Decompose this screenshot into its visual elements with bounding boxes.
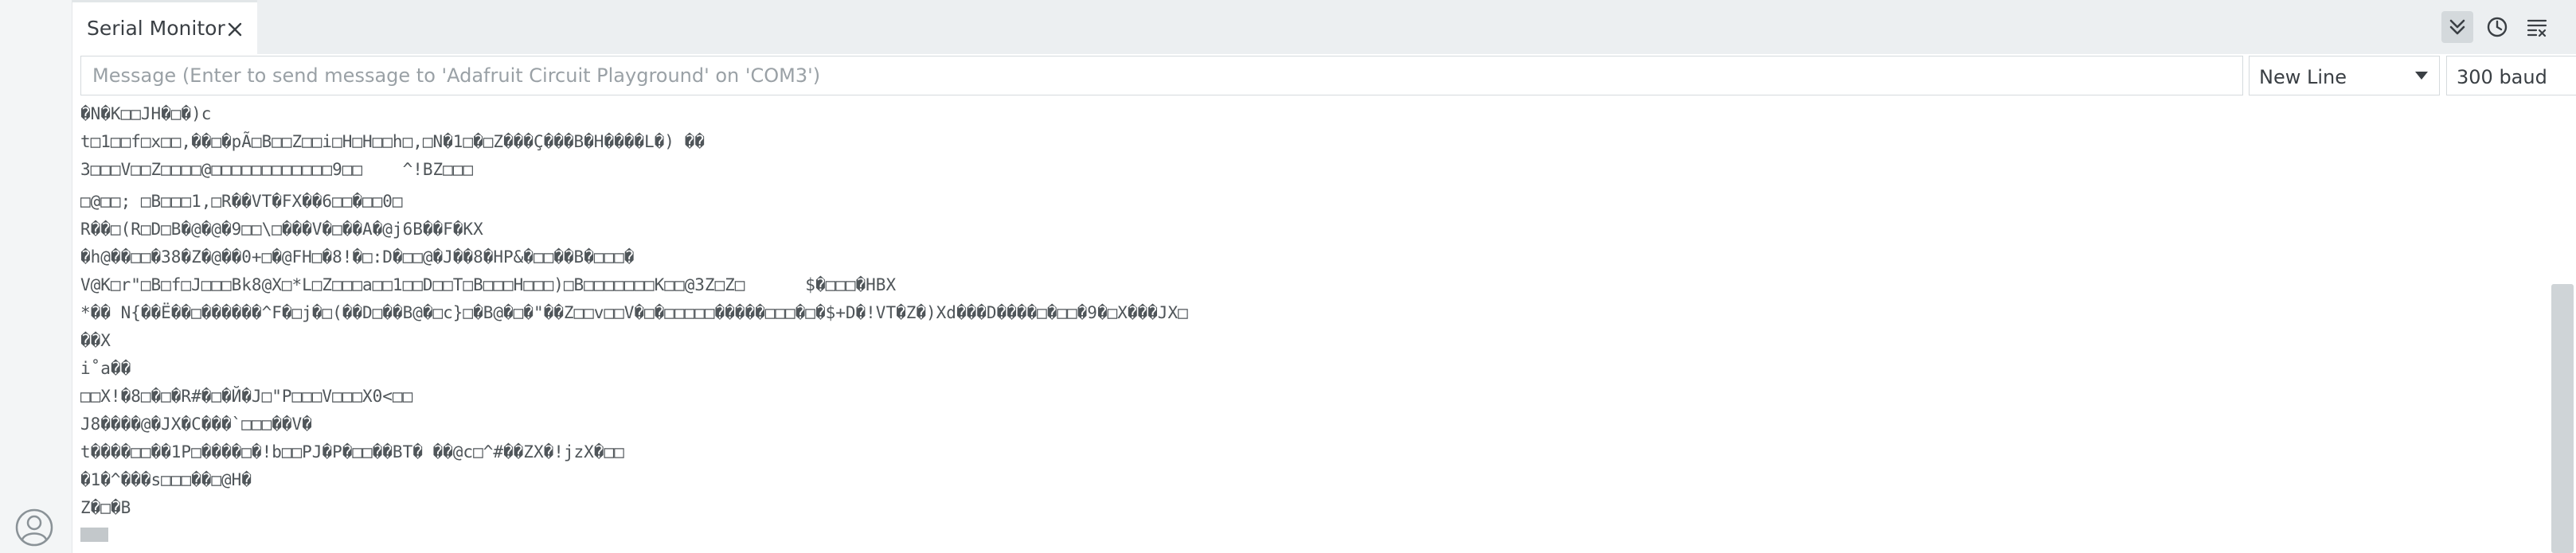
output-line: 3□□□V□□Z□□□□@□□□□□□□□□□□□9□□ ^!BZ□□□ (80, 160, 474, 179)
output-line: R��□(R□D□B�@�@�9□□\□���V�□��A�@j6B��F�KX (80, 220, 483, 239)
timestamp-icon (2487, 17, 2508, 37)
message-input[interactable] (80, 56, 2243, 95)
output-line: i˚a�� (80, 359, 131, 378)
input-row: New Line 300 baud (72, 54, 2576, 100)
serial-output[interactable]: �N�K□□JH�□�)c t□1□□f□x□□,��□�pÃ□B□□Z□□i□… (72, 100, 2549, 553)
output-line: t□1□□f□x□□,��□�pÃ□B□□Z□□i□H□H□□h□,□N�1□�… (80, 132, 705, 151)
line-ending-select[interactable]: New Line (2249, 56, 2440, 95)
chevron-down-icon (2415, 72, 2428, 80)
scrollbar-thumb[interactable] (2551, 284, 2574, 553)
output-cursor (80, 528, 108, 542)
tab-label: Serial Monitor (87, 17, 225, 40)
output-line: �1�^���s□□□��□@H� (80, 470, 252, 489)
output-line: �N�K□□JH�□�)c (80, 104, 212, 123)
output-line: �h@��□□�38�Z�@��0+□�@FH□�8!�□:D�□□@�J��8… (80, 247, 635, 267)
output-line: □□X!�8□�□�R#�□�Й�J□"P□□□V□□□X0<□□ (80, 387, 413, 406)
output-line: V@K□r"□B□f□J□□□Bk8@X□*L□Z□□□a□□1□□D□□T□B… (80, 275, 897, 294)
clear-output-icon (2527, 19, 2547, 37)
clear-output-button[interactable] (2521, 11, 2553, 43)
baud-rate-select[interactable]: 300 baud (2446, 56, 2576, 95)
timestamp-button[interactable] (2481, 11, 2513, 43)
close-icon[interactable] (224, 18, 246, 41)
output-line: *�� N{��Ë��□������^F�□j�□(��D□��B@�□c}□�… (80, 303, 1188, 322)
output-line: □@□□; □B□□□1,□R��VT�FX��6□□�□□0□ (80, 192, 403, 211)
output-line: J8����@�JX�C���`□□□��V� (80, 415, 312, 434)
output-line: t����□□��1P□����□�!b□□PJ�P�□□��BT� ��@c□… (80, 442, 624, 461)
tab-serial-monitor[interactable]: Serial Monitor (72, 0, 257, 54)
output-line: ��X (80, 331, 111, 350)
line-ending-value: New Line (2259, 66, 2347, 88)
autoscroll-icon (2449, 19, 2465, 35)
activity-bar (0, 0, 72, 553)
tab-bar: Serial Monitor (72, 0, 2576, 55)
baud-rate-value: 300 baud (2457, 66, 2547, 88)
output-line: Z�□�B (80, 498, 131, 517)
account-icon[interactable] (14, 508, 54, 547)
autoscroll-button[interactable] (2441, 11, 2473, 43)
